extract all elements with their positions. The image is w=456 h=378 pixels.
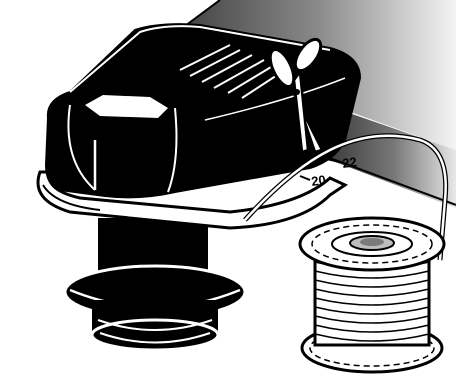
winder-cylinder: [65, 218, 245, 350]
scale-label-upper: 22: [341, 154, 357, 171]
scale-label-lower: 20: [310, 172, 326, 189]
thread-spool: [300, 218, 444, 372]
